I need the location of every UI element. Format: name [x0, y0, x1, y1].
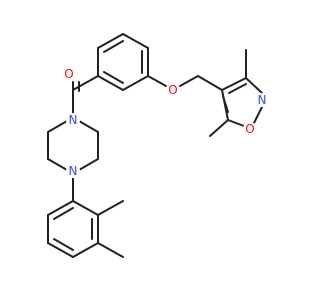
- atom-label: O: [168, 83, 177, 97]
- bond: [147, 75, 167, 87]
- bond: [97, 33, 124, 49]
- bond-layer: [47, 33, 263, 258]
- atom-label: N: [69, 113, 78, 127]
- atom-label: N: [69, 164, 78, 178]
- bond: [197, 75, 223, 91]
- bond: [72, 75, 99, 91]
- bond: [103, 40, 124, 53]
- bond: [47, 158, 68, 171]
- bond: [97, 242, 124, 258]
- bond: [179, 75, 199, 87]
- atom-label: O: [245, 122, 254, 136]
- bond: [97, 200, 124, 216]
- bond: [47, 200, 74, 216]
- bond: [227, 119, 245, 127]
- bond: [228, 83, 247, 94]
- bond: [245, 77, 263, 94]
- bond: [53, 238, 74, 251]
- atom-layer: O O N O N N: [62, 67, 269, 178]
- bond: [47, 242, 74, 258]
- bond: [72, 200, 99, 216]
- ether-oxygen: O: [166, 83, 180, 97]
- bond: [221, 77, 247, 91]
- aryl-nitrogen: N: [66, 164, 80, 178]
- bond: [78, 120, 99, 133]
- bond: [47, 120, 68, 133]
- isoxazole-oxygen: O: [243, 122, 257, 136]
- bond: [122, 75, 149, 91]
- bond: [222, 95, 229, 113]
- bond: [122, 33, 149, 49]
- bond: [209, 119, 229, 137]
- bond: [253, 106, 263, 124]
- isoxazole-nitrogen: N: [255, 93, 269, 107]
- bond: [78, 158, 99, 171]
- bond: [97, 75, 124, 91]
- molecule-structure: O O N O N N: [47, 33, 269, 258]
- atom-label: N: [258, 93, 267, 107]
- bond: [103, 71, 124, 84]
- bond: [72, 242, 99, 258]
- atom-label: O: [64, 67, 73, 81]
- amide-nitrogen: N: [66, 113, 80, 127]
- carbonyl-oxygen: O: [62, 67, 76, 81]
- bond: [53, 207, 74, 220]
